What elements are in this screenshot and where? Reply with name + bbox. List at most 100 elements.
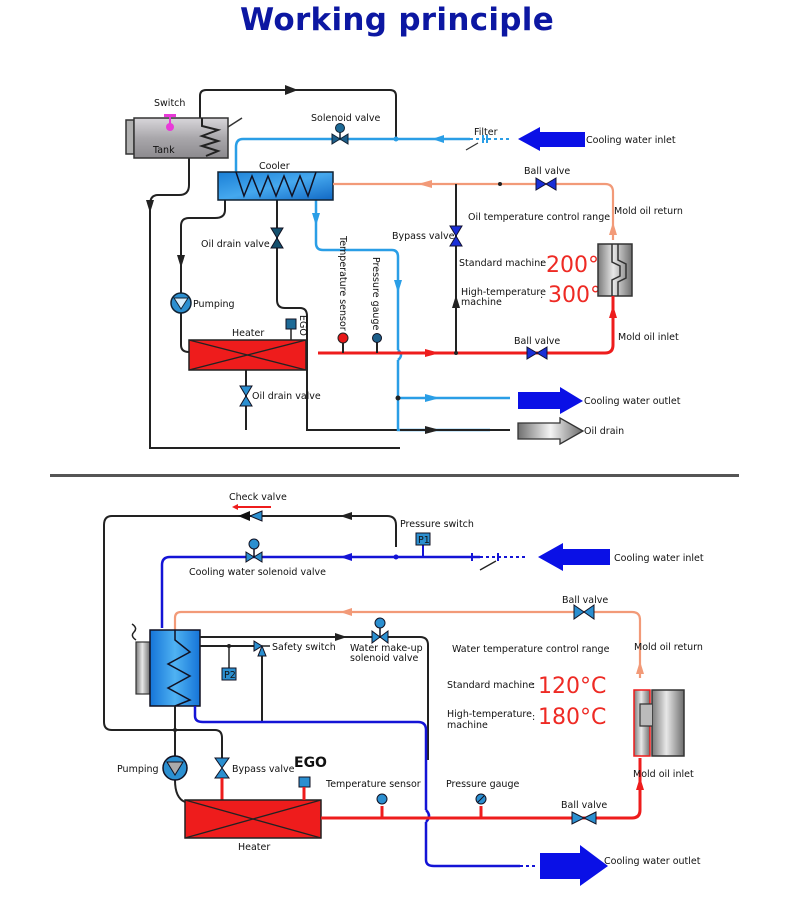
- flow-arrow: [452, 295, 460, 308]
- flow-arrow: [146, 200, 154, 213]
- flow-arrow: [340, 512, 352, 520]
- cooling-water-inlet-label: Cooling water inlet: [614, 553, 704, 564]
- temperature-sensor-icon: [337, 332, 349, 344]
- pressure-switch-p2-icon: [221, 667, 237, 681]
- pressure-switch-p1-icon: [415, 532, 431, 546]
- oil-drain-valve-upper-icon: [270, 227, 284, 249]
- oil-drain-valve-lower-icon: [239, 385, 253, 407]
- cooling-water-solenoid-valve-label: Cooling water solenoid valve: [189, 567, 326, 578]
- ball-valve-return-label: Ball valve: [524, 166, 570, 177]
- solenoid-valve-icon: [331, 123, 349, 145]
- cooler-coil-icon: [235, 171, 317, 199]
- high-temp-machine-label-1: High-temperature: [447, 709, 532, 720]
- flow-arrow: [335, 633, 347, 641]
- pressure-gauge-label: Pressure gauge: [370, 257, 381, 330]
- ego-label: EGO: [297, 315, 308, 336]
- flow-arrow: [425, 349, 440, 357]
- flow-arrow: [425, 394, 440, 402]
- oil-supply-pipe: [318, 296, 615, 355]
- standard-machine-label: Standard machine: [459, 258, 546, 269]
- check-valve-label: Check valve: [229, 492, 287, 503]
- p2-label: P2: [224, 670, 236, 681]
- flow-arrow: [432, 135, 444, 143]
- cooling-water-outlet-label: Cooling water outlet: [604, 856, 701, 867]
- cooling-water-outlet-arrow: [518, 387, 583, 414]
- bypass-valve-icon: [449, 225, 463, 247]
- ego-icon: [298, 776, 311, 788]
- p1-label: P1: [418, 535, 430, 546]
- flow-arrow: [177, 255, 185, 268]
- oil-drain-valve-lower-label: Oil drain valve: [252, 391, 321, 402]
- oil-return-pipe: [333, 182, 615, 240]
- cooling-water-inlet-arrow: [538, 543, 610, 571]
- cooler-tank: [131, 623, 201, 707]
- water-makeup-label-2: solenoid valve: [350, 653, 418, 664]
- flow-arrow: [340, 608, 352, 616]
- ball-valve-supply-icon: [571, 811, 597, 825]
- high-temp-machine-label-1: High-temperature: [461, 287, 546, 298]
- high-temp-machine-label-2: machine: [447, 720, 488, 731]
- flow-arrow: [636, 777, 644, 790]
- colon: :: [540, 258, 543, 269]
- flow-arrow: [340, 553, 352, 561]
- oil-supply-pipe: [321, 758, 642, 820]
- colon: :: [532, 712, 535, 723]
- flow-arrow: [285, 85, 298, 95]
- pressure-gauge-icon: [372, 333, 382, 343]
- mold-icon: [597, 243, 633, 297]
- high-temp-machine-temp: 300°: [548, 283, 601, 308]
- tank-label: Tank: [152, 145, 175, 156]
- cooling-water-inlet-arrow: [518, 127, 585, 151]
- mold-oil-return-label: Mold oil return: [614, 206, 683, 217]
- flow-arrow: [312, 213, 320, 226]
- colon: :: [540, 290, 543, 301]
- safety-switch-label: Safety switch: [272, 642, 336, 653]
- ball-valve-supply-icon: [526, 346, 548, 360]
- switch-icon: [164, 114, 176, 117]
- high-temp-machine-label-2: machine: [461, 297, 502, 308]
- switch-label: Switch: [154, 98, 185, 109]
- safety-switch-icon: [253, 640, 270, 657]
- bottom-diagram: Check valve P1 Pressure switch Cooling w…: [103, 492, 704, 886]
- high-temp-machine-temp: 180°C: [538, 705, 606, 730]
- top-diagram: Switch Tank Filter Solenoid valve Coolin…: [125, 85, 683, 449]
- pumping-label: Pumping: [193, 299, 235, 310]
- filter-label: Filter: [474, 127, 498, 138]
- flow-arrow: [609, 305, 617, 318]
- cooler-coil-icon: [166, 630, 192, 707]
- flow-arrow: [394, 280, 402, 293]
- ball-valve-return-icon: [535, 177, 557, 191]
- cooling-water-inlet-label: Cooling water inlet: [586, 135, 676, 146]
- pressure-switch-label: Pressure switch: [400, 519, 474, 530]
- standard-machine-temp: 120°C: [538, 674, 606, 699]
- pressure-gauge-label: Pressure gauge: [446, 779, 519, 790]
- tank: [125, 114, 243, 159]
- ball-valve-return-icon: [573, 604, 595, 620]
- pump-line: [180, 200, 226, 353]
- flow-arrow: [636, 661, 644, 674]
- temperature-sensor-label: Temperature sensor: [325, 779, 421, 790]
- ego-icon: [285, 318, 297, 330]
- standard-machine-label: Standard machine: [447, 680, 534, 691]
- page-title: Working principle: [239, 2, 555, 38]
- oil-return-pipe: [173, 610, 642, 678]
- mold-icon: [633, 689, 685, 757]
- temperature-sensor-icon: [376, 793, 388, 805]
- heater-label: Heater: [238, 842, 270, 853]
- water-temperature-control-range-label: Water temperature control range: [452, 644, 610, 655]
- temperature-sensor-label: Temperature sensor: [337, 235, 348, 331]
- oil-temperature-control-range-label: Oil temperature control range: [468, 212, 610, 223]
- cooling-water-outlet-label: Cooling water outlet: [584, 396, 681, 407]
- section-divider: [50, 474, 739, 477]
- makeup-line: [200, 636, 429, 760]
- flow-arrow: [418, 180, 432, 188]
- cooler-label: Cooler: [259, 161, 290, 172]
- water-makeup-label-1: Water make-up: [350, 643, 423, 654]
- cooling-water-inlet-line: [234, 137, 470, 172]
- oil-drain-valve-upper-label: Oil drain valve: [201, 239, 270, 250]
- ball-valve-supply-label: Ball valve: [514, 336, 560, 347]
- mold-oil-inlet-label: Mold oil inlet: [618, 332, 679, 343]
- bypass-valve-label: Bypass valve: [232, 764, 295, 775]
- ball-valve-return-label: Ball valve: [562, 595, 608, 606]
